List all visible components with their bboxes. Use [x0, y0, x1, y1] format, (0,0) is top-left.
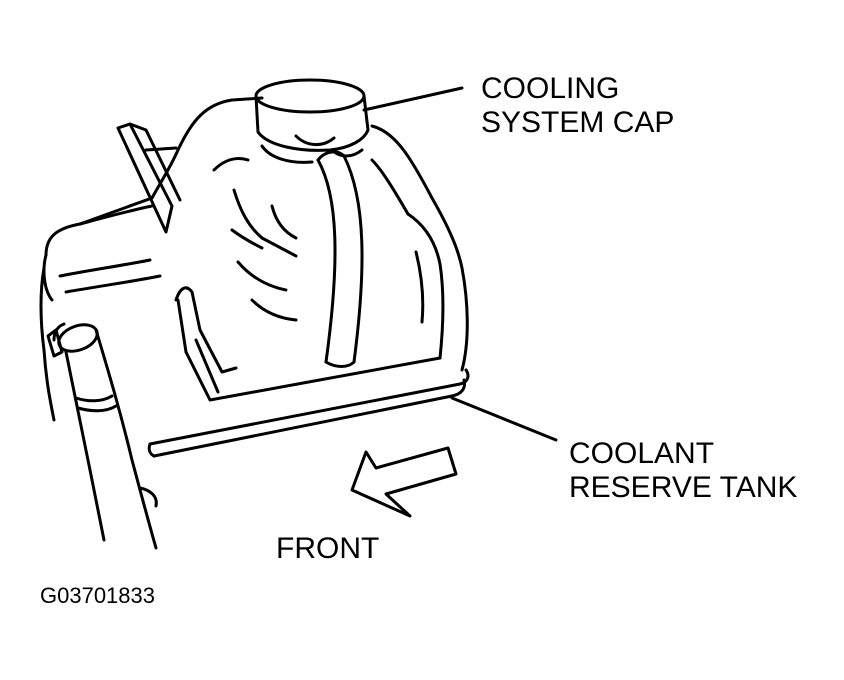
front-direction-label: FRONT	[276, 532, 379, 566]
figure-code-label: G03701833	[40, 583, 155, 609]
coolant-tank-label-line1: COOLANT	[569, 437, 715, 470]
overflow-tube	[318, 152, 362, 367]
coolant-reserve-tank-label: COOLANT RESERVE TANK	[569, 437, 797, 505]
coolant-tank-label-line2: RESERVE TANK	[569, 471, 798, 504]
front-arrow-icon	[352, 448, 456, 516]
cooling-cap-label-line1: COOLING	[481, 72, 620, 105]
leader-lines	[364, 88, 556, 440]
cooling-system-cap-label: COOLING SYSTEM CAP	[481, 72, 674, 140]
cooling-cap-label-line2: SYSTEM CAP	[481, 106, 675, 139]
coolant-reserve-tank	[41, 98, 468, 456]
front-label-text: FRONT	[276, 532, 380, 565]
cooling-system-cap	[256, 80, 368, 162]
cap-leader-line	[364, 88, 462, 110]
figure-code-text: G03701833	[40, 583, 155, 608]
tank-leader-line	[452, 398, 556, 440]
lower-hose-and-clamp	[48, 320, 156, 548]
